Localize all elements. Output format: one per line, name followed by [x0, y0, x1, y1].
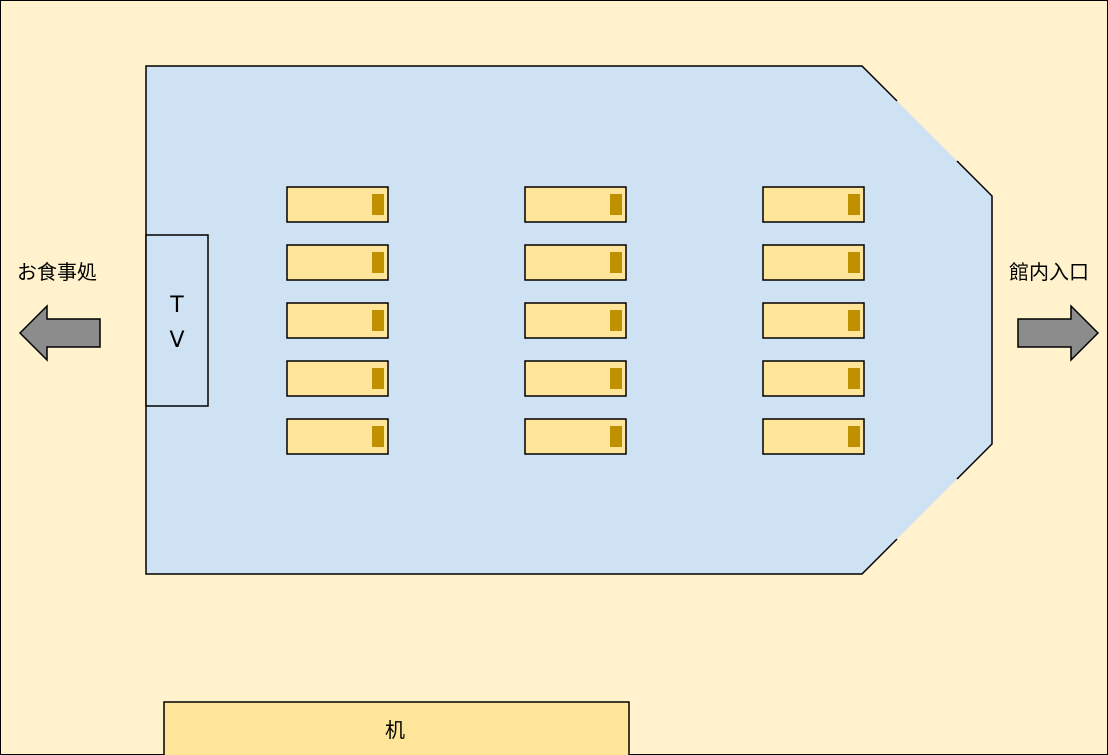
seat-marker	[372, 426, 384, 447]
seat-marker	[848, 426, 860, 447]
seat-marker	[610, 310, 622, 331]
seat-marker	[848, 194, 860, 215]
seat	[286, 186, 389, 223]
seat-marker	[848, 252, 860, 273]
seat	[762, 360, 865, 397]
seat	[286, 302, 389, 339]
tv-box	[145, 234, 209, 407]
arrow-right-icon	[1017, 304, 1100, 362]
seat	[286, 360, 389, 397]
desk-label: 机	[385, 718, 405, 742]
seat	[524, 302, 627, 339]
seat	[762, 302, 865, 339]
tv-label-v: V	[169, 328, 184, 353]
seat-marker	[610, 368, 622, 389]
seat	[762, 186, 865, 223]
seat	[762, 418, 865, 455]
desk	[163, 701, 630, 755]
seat-marker	[610, 194, 622, 215]
seat	[524, 186, 627, 223]
seat-marker	[372, 310, 384, 331]
seat	[286, 244, 389, 281]
seat-marker	[610, 252, 622, 273]
seat-marker	[372, 194, 384, 215]
seat-marker	[372, 368, 384, 389]
seat	[762, 244, 865, 281]
seat-marker	[848, 368, 860, 389]
room-wall-right	[956, 160, 993, 480]
seat	[524, 418, 627, 455]
seat	[524, 360, 627, 397]
seat-marker	[848, 310, 860, 331]
seating-area	[286, 186, 865, 455]
arrow-left-icon	[18, 304, 101, 362]
right-exit-label: 館内入口	[1009, 260, 1089, 284]
seat	[524, 244, 627, 281]
seat-marker	[610, 426, 622, 447]
left-exit-label: お食事処	[17, 260, 97, 284]
seat-marker	[372, 252, 384, 273]
tv-label-t: T	[169, 293, 184, 318]
seat	[286, 418, 389, 455]
